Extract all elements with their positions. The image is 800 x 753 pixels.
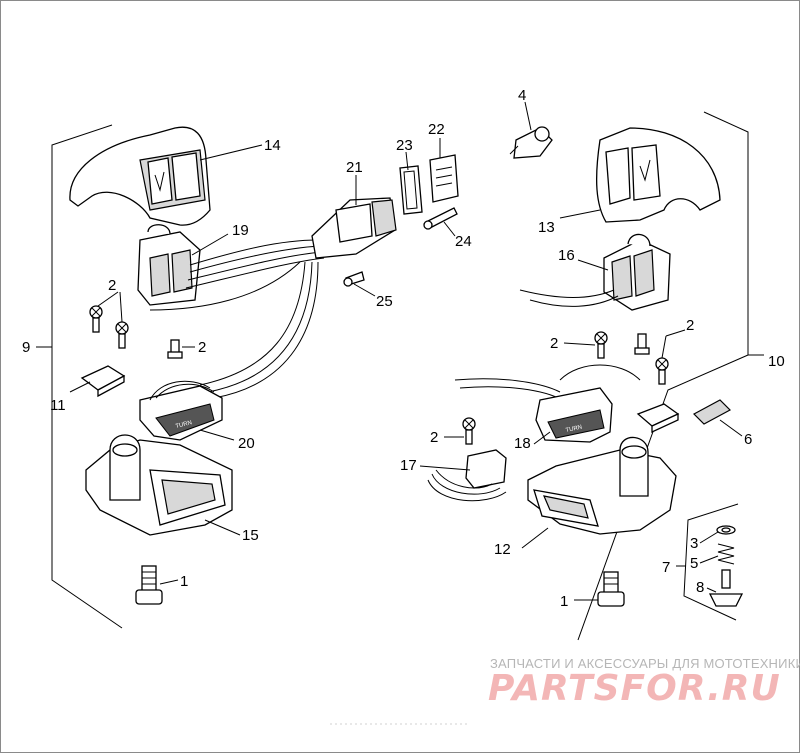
callout-16: 16 (558, 247, 575, 264)
watermark-logo: PARTSFOR.RU (488, 668, 781, 709)
terminal-22 (429, 154, 459, 203)
callout-23: 23 (396, 137, 413, 154)
svg-text:TURN: TURN (175, 420, 193, 430)
bracket-7 (676, 503, 739, 621)
lower-housing-right (527, 436, 677, 535)
callout-21: 21 (346, 159, 363, 176)
screw-left-c (167, 339, 183, 359)
connector-21 (311, 197, 397, 259)
washer-3 (716, 525, 736, 535)
part-6 (693, 399, 731, 425)
watermark-caption: ЗАПЧАСТИ И АКСЕССУАРЫ ДЛЯ МОТОТЕХНИКИ (490, 656, 800, 671)
harness-wires-right (454, 289, 641, 401)
clip-right (636, 403, 680, 434)
callout-25: 25 (376, 293, 393, 310)
upper-housing-left (69, 126, 211, 226)
callout-10: 10 (768, 353, 785, 370)
callout-4: 4 (518, 87, 526, 104)
callout-2c: 2 (686, 317, 694, 334)
bracket-9 (36, 124, 123, 629)
switch-16 (603, 233, 671, 311)
callout-17: 17 (400, 457, 417, 474)
callout-9: 9 (22, 339, 30, 356)
seal-23 (399, 165, 423, 215)
spring-5 (717, 543, 735, 565)
upper-housing-right (595, 127, 721, 223)
switch-19 (137, 224, 201, 306)
callout-1-right: 1 (560, 593, 568, 610)
callout-2a: 2 (108, 277, 116, 294)
screw-right-b (634, 333, 650, 355)
switch-17 (427, 449, 507, 502)
callout-6: 6 (744, 431, 752, 448)
callout-12: 12 (494, 541, 511, 558)
svg-text:TURN: TURN (565, 425, 583, 434)
switch-18: TURN (535, 387, 613, 443)
callout-5: 5 (690, 555, 698, 572)
leader-lines (69, 101, 743, 601)
callout-3: 3 (690, 535, 698, 552)
callout-1-left: 1 (180, 573, 188, 590)
callout-18: 18 (514, 435, 531, 452)
screw-right-c (655, 357, 669, 385)
callout-8: 8 (696, 579, 704, 596)
callout-14: 14 (264, 137, 281, 154)
callout-13: 13 (538, 219, 555, 236)
switch-20: TURN (139, 380, 223, 441)
plunger-8 (708, 569, 744, 607)
screw-right-d (462, 417, 476, 445)
callout-labels: 14 19 2 2 9 11 20 15 1 21 23 22 24 25 4 … (22, 87, 785, 610)
callout-2e: 2 (430, 429, 438, 446)
callout-19: 19 (232, 222, 249, 239)
screw-left-b (115, 321, 129, 349)
bolt-left (135, 565, 163, 605)
callout-2b: 2 (198, 339, 206, 356)
callout-20: 20 (238, 435, 255, 452)
callout-7: 7 (662, 559, 670, 576)
lever-4 (509, 126, 553, 159)
pin-25 (343, 271, 365, 287)
callout-22: 22 (428, 121, 445, 138)
screw-left-a (89, 305, 103, 333)
pin-24 (423, 207, 458, 230)
callout-11: 11 (50, 397, 66, 414)
callout-24: 24 (455, 233, 472, 250)
bolt-right (597, 571, 625, 607)
lower-housing-left (85, 434, 233, 536)
screw-right-a (594, 331, 608, 359)
clip-11 (80, 365, 126, 398)
callout-15: 15 (242, 527, 259, 544)
callout-2d: 2 (550, 335, 558, 352)
harness-wires-left (149, 239, 325, 399)
